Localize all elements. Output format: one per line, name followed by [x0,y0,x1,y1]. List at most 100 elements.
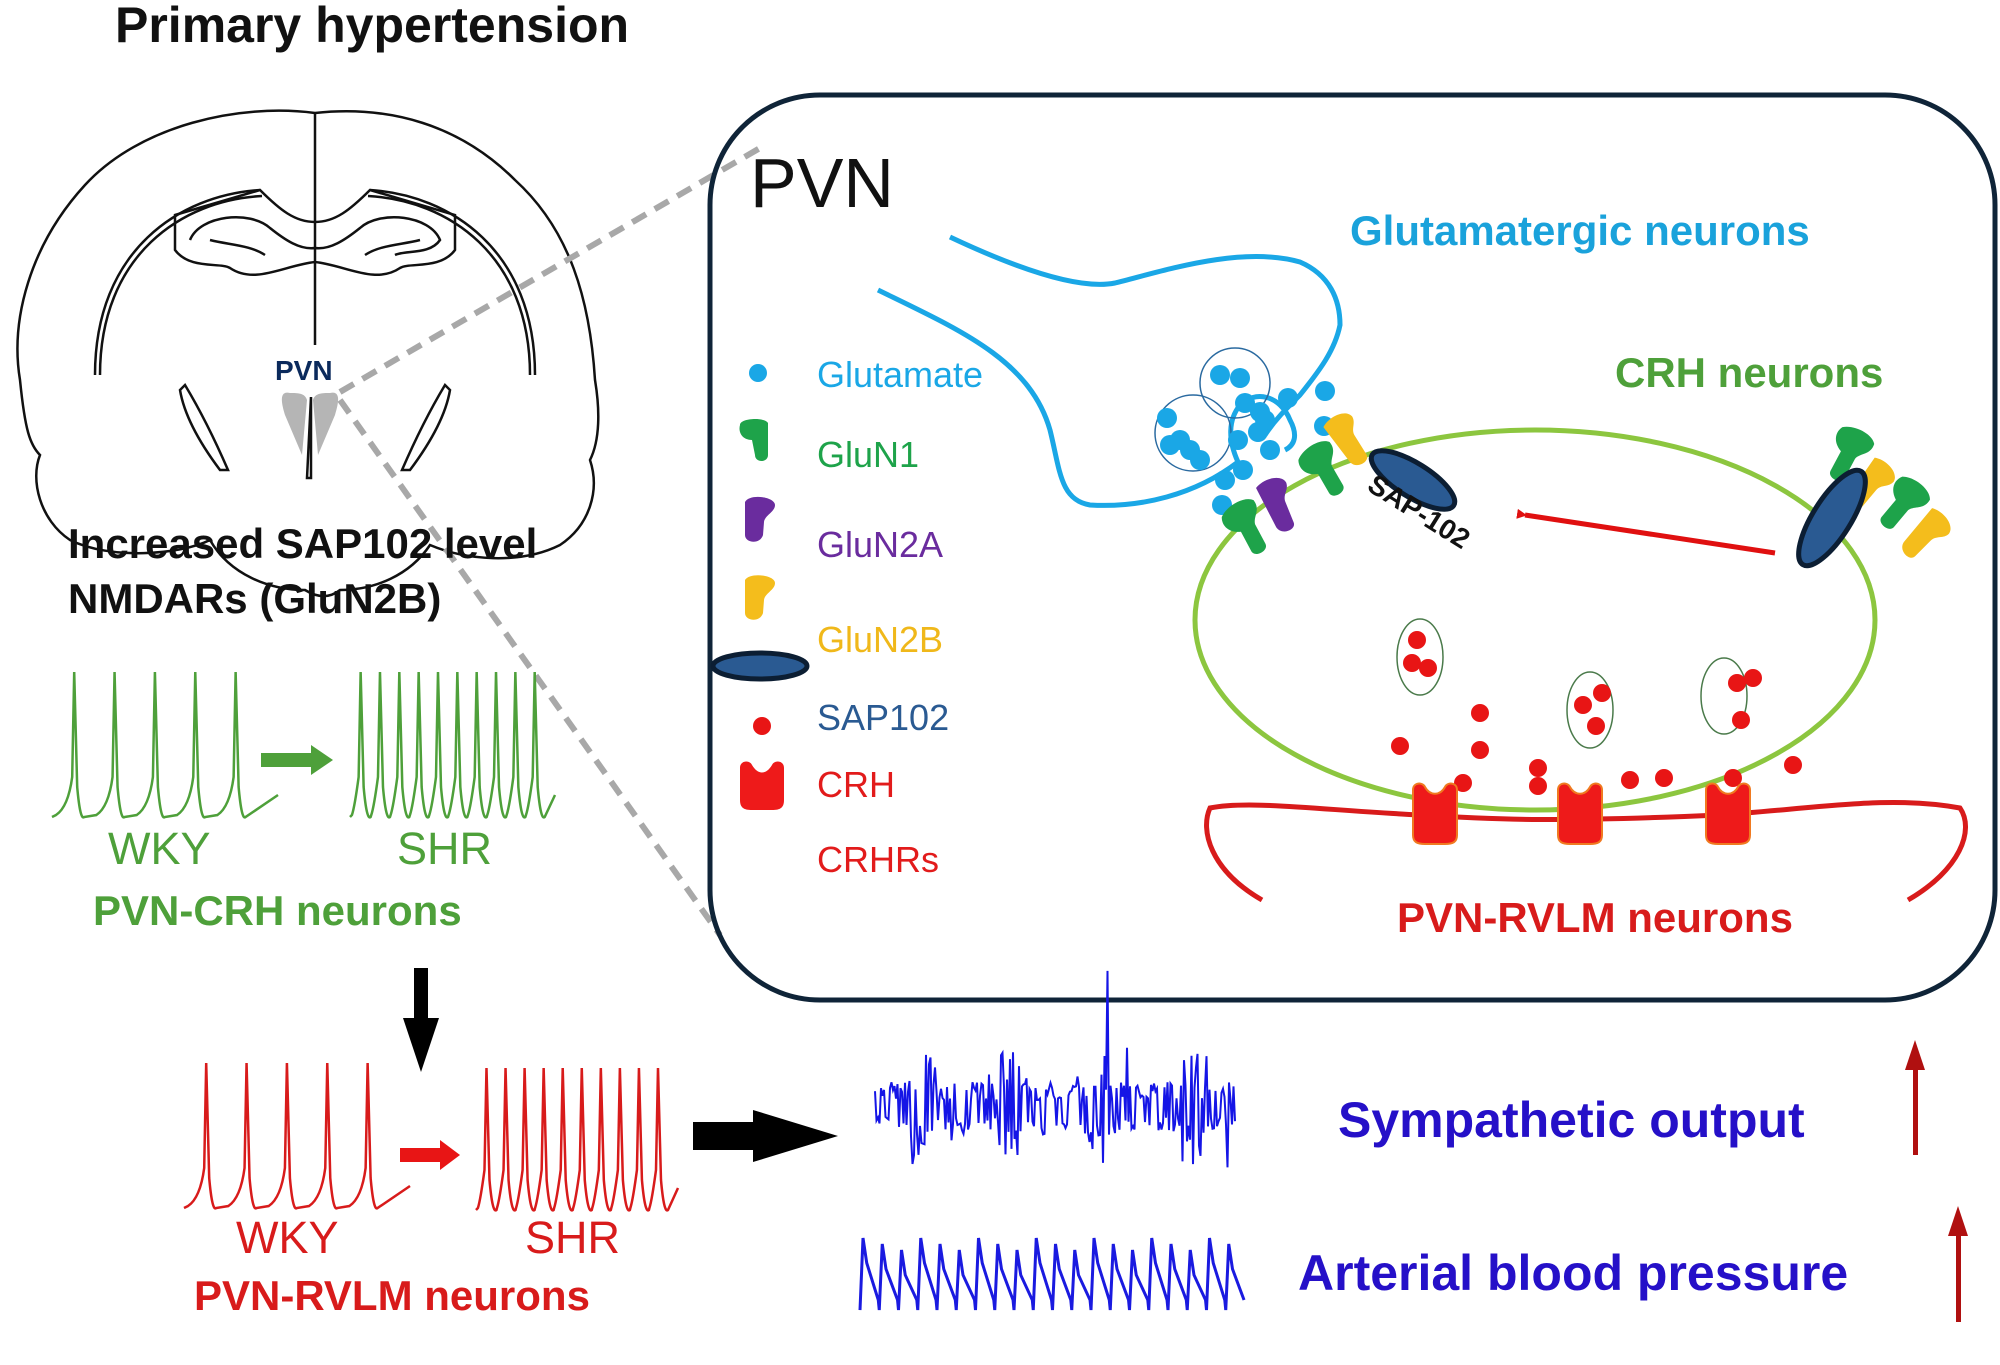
legend-label-sap102: SAP102 [817,697,950,738]
findings-line-2: NMDARs (GluN2B) [68,574,442,622]
sap102-ellipse-icon [710,650,810,682]
crh-neuron-body [1192,427,1878,813]
down-flow-arrow [403,968,439,1072]
crh-trace-arrow [261,745,333,775]
crh-molecule [1403,654,1421,672]
sap102-intracellular [1796,467,1868,569]
crh-molecule [1529,759,1547,777]
glun2b-receptor-icon [745,575,775,620]
glutamate-molecule [1160,435,1180,455]
glun2b-receptor [1323,413,1368,466]
figure-title: Primary hypertension [115,0,630,53]
crh-molecule [1593,684,1611,702]
crh-receptor [1557,782,1603,845]
glutamate-molecule [1157,408,1177,428]
brain-section-outline [16,109,600,598]
glutamate-molecule [1215,470,1235,490]
pvn-rvlm-neurons-label: PVN-RVLM neurons [1397,894,1793,941]
crh-molecule [1391,737,1409,755]
sympathetic-output-label: Sympathetic output [1338,1092,1805,1148]
glun1-receptor [1829,426,1875,481]
glun2b-receptor [1902,508,1951,558]
crh-molecule [1724,769,1742,787]
crh-molecule [1408,631,1426,649]
crh-group-title: PVN-CRH neurons [93,887,462,934]
crh-molecule [1744,669,1762,687]
right-flow-arrow [693,1110,838,1162]
zoom-indicator-lines [337,145,762,937]
crh-molecule [1655,769,1673,787]
sap102-trafficking-arrow [1516,508,1776,556]
crh-wky-trace [51,671,279,819]
rvlm-wky-trace [183,1062,411,1210]
glutamate-molecule [1230,368,1250,388]
crh-molecule [1419,659,1437,677]
legend-label-glutamate: Glutamate [817,354,984,395]
findings-text: Increased SAP102 level NMDARs (GluN2B) [68,517,537,626]
legend-label-glun2b: GluN2B [817,619,944,660]
crh-molecule [1454,774,1472,792]
glun2a-receptor-icon [745,496,775,542]
glun2a-receptor [1256,477,1294,532]
crh-receptor [1412,782,1458,845]
crh-molecule [1728,674,1746,692]
glutamate-molecule [1190,450,1210,470]
crh-receptors [1412,782,1751,845]
legend-label-glun2a: GluN2A [817,524,944,565]
crh-molecule [1529,777,1547,795]
crh-wky-label: WKY [108,823,211,874]
glutamatergic-neurons-label: Glutamatergic neurons [1350,207,1810,254]
glutamate-molecule [1248,422,1268,442]
blood-pressure-label: Arterial blood pressure [1298,1245,1849,1301]
pvn-box-title: PVN [750,144,894,222]
glun1-receptor-icon [739,419,768,461]
legend-icons [710,364,810,810]
glutamate-dot-icon [749,364,767,382]
sap102-at-synapse [1368,448,1458,512]
synapse-receptors [1221,413,1951,569]
crh-molecule [1621,771,1639,789]
glun1-receptor [1880,476,1930,529]
crh-dot-icon [753,717,771,735]
crh-shr-label: SHR [397,823,493,874]
crh-molecule [1574,696,1592,714]
crh-molecule [1471,741,1489,759]
rvlm-wky-label: WKY [236,1212,339,1263]
crh-molecules [1391,631,1802,795]
glutamate-molecule [1228,430,1248,450]
rvlm-shr-label: SHR [525,1212,621,1263]
glutamate-molecule [1260,440,1280,460]
crh-receptor [1705,782,1751,845]
rvlm-trace-arrow [400,1140,460,1170]
sympathetic-nerve-trace [874,970,1236,1168]
crh-molecule [1732,711,1750,729]
findings-line-1: Increased SAP102 level [68,520,538,567]
crh-molecule [1471,704,1489,722]
crh-molecule [1587,717,1605,735]
pvn-detail-box [707,92,1998,1003]
blood-pressure-trace [858,1237,1246,1311]
glutamate-molecule [1210,365,1230,385]
crh-molecule [1784,756,1802,774]
legend-label-glun1: GluN1 [817,434,920,475]
rvlm-neuron-membrane [1204,799,1969,903]
glun1-receptor [1298,441,1344,496]
brain-pvn-label: PVN [275,355,333,386]
glutamate-molecule [1278,388,1298,408]
pvn-region-highlight [281,392,339,480]
glutamate-molecules [1157,365,1335,515]
crh-vesicles [1396,618,1748,749]
glun1-receptor [1221,499,1267,554]
glutamate-molecule [1235,393,1255,413]
glutamate-molecule [1315,381,1335,401]
legend-label-crh: CRH [817,764,895,805]
crhr-receptor-icon [740,761,784,810]
blood-pressure-increase-arrow-icon [1948,1206,1968,1322]
crh-neurons-label: CRH neurons [1615,349,1884,396]
rvlm-group-title: PVN-RVLM neurons [194,1272,590,1319]
glutamate-molecule [1233,460,1253,480]
rvlm-shr-trace [475,1067,680,1212]
sympathetic-increase-arrow-icon [1905,1040,1925,1155]
crh-shr-trace [349,671,557,819]
